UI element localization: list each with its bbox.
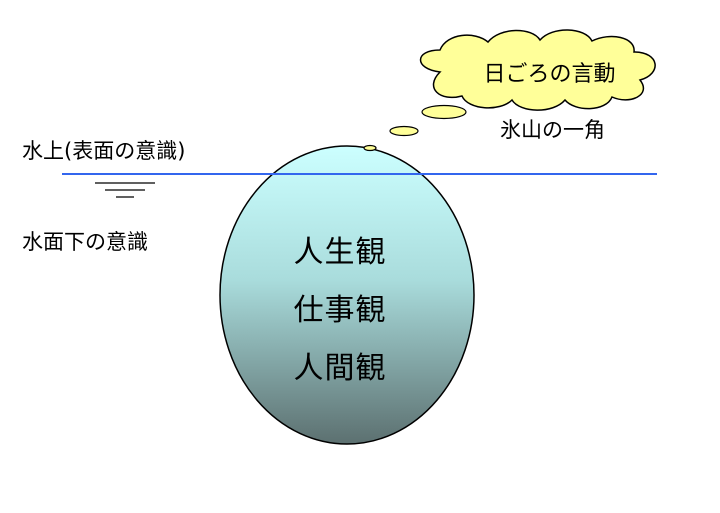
water-surface-symbol [95, 182, 155, 198]
above-water-label: 水上(表面の意識) [22, 139, 186, 163]
core-value-life-view: 人生観 [293, 235, 387, 270]
below-water-label: 水面下の意識 [22, 230, 148, 254]
thought-bubble-large [421, 104, 467, 120]
core-value-human-view: 人間観 [293, 351, 387, 386]
thought-bubble-medium [389, 125, 419, 137]
iceberg-body [219, 145, 475, 445]
thought-bubbles [363, 104, 467, 152]
thought-cloud [419, 29, 656, 111]
tip-of-iceberg-label: 氷山の一角 [500, 118, 605, 142]
thought-bubble-small [363, 144, 377, 152]
core-value-work-view: 仕事観 [293, 293, 387, 328]
thought-cloud-text: 日ごろの言動 [483, 62, 616, 87]
